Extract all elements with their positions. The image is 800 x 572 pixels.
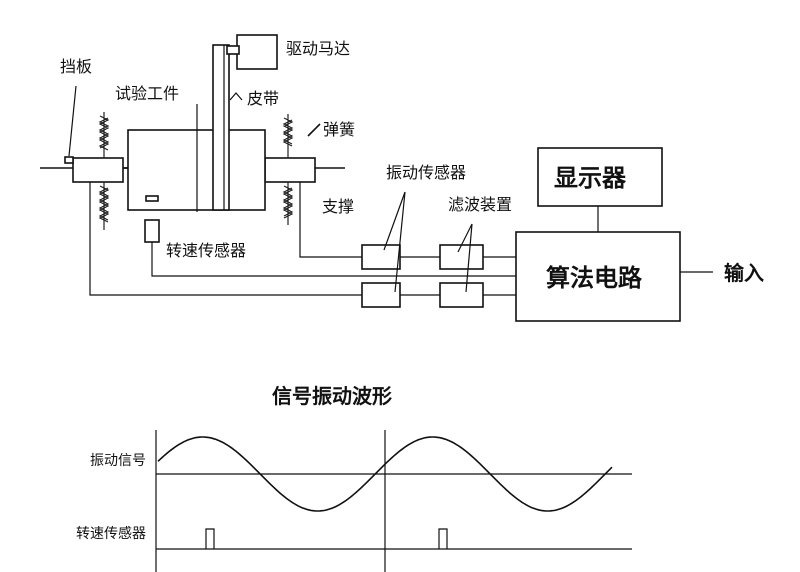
vib-sensor-leader-1 [383, 191, 406, 251]
label-vibration-sensor: 振动传感器 [386, 163, 466, 182]
vibration-sensor-1 [361, 244, 401, 270]
filter-1 [439, 244, 484, 270]
label-baffle: 挡板 [60, 57, 92, 76]
wiring [89, 182, 713, 296]
spring-bottom-right [282, 182, 294, 225]
vibration-sensor-2 [361, 282, 401, 308]
label-vibration-signal: 振动信号 [90, 453, 146, 469]
label-filter: 滤波装置 [448, 195, 512, 214]
label-spring: 弹簧 [323, 120, 355, 139]
motor-shaft [226, 45, 240, 55]
right-support-block [264, 157, 316, 183]
mechanical-setup [40, 34, 345, 243]
wire-right-support [299, 182, 362, 258]
label-belt: 皮带 [247, 89, 279, 108]
baffle-leader [68, 85, 77, 157]
electronics [361, 147, 681, 322]
speed-pulse-1 [205, 528, 215, 549]
label-display: 显示器 [554, 164, 627, 192]
left-support-block [72, 157, 124, 183]
belt-leader [229, 92, 243, 101]
label-workpiece: 试验工件 [115, 84, 179, 103]
drive-motor [236, 34, 278, 70]
speed-sensor-box [144, 219, 160, 243]
waveform-section: 信号振动波形 振动信号 转速传感器 [76, 384, 632, 572]
label-support: 支撑 [322, 197, 354, 216]
spring-bottom-left [98, 182, 110, 230]
waveform-title: 信号振动波形 [272, 384, 392, 408]
speed-pulse-2 [438, 528, 448, 549]
workpiece-mark [145, 195, 159, 202]
baffle [64, 156, 74, 164]
labels: 挡板 试验工件 驱动马达 皮带 弹簧 支撑 转速传感器 振动传感器 滤波装置 显… [60, 39, 764, 292]
label-algorithm: 算法电路 [546, 264, 643, 292]
vibration-waveform [157, 436, 613, 512]
label-drive-motor: 驱动马达 [286, 39, 350, 58]
label-input: 输入 [724, 261, 764, 285]
spring-leader [307, 123, 321, 137]
filter-leader-2 [465, 223, 473, 293]
spring-top-right [282, 114, 294, 158]
belt [212, 44, 230, 211]
label-speed-sensor-row: 转速传感器 [76, 525, 146, 542]
label-speed-sensor: 转速传感器 [166, 241, 246, 260]
filter-2 [439, 282, 484, 308]
wire-left-support [89, 182, 362, 296]
wire-speed-sensor [151, 242, 516, 277]
filter-leader-1 [457, 223, 473, 253]
algorithm-box [515, 231, 681, 322]
spring-top-left [98, 112, 110, 158]
vib-sensor-leader-2 [394, 191, 406, 293]
display-box [537, 147, 663, 207]
